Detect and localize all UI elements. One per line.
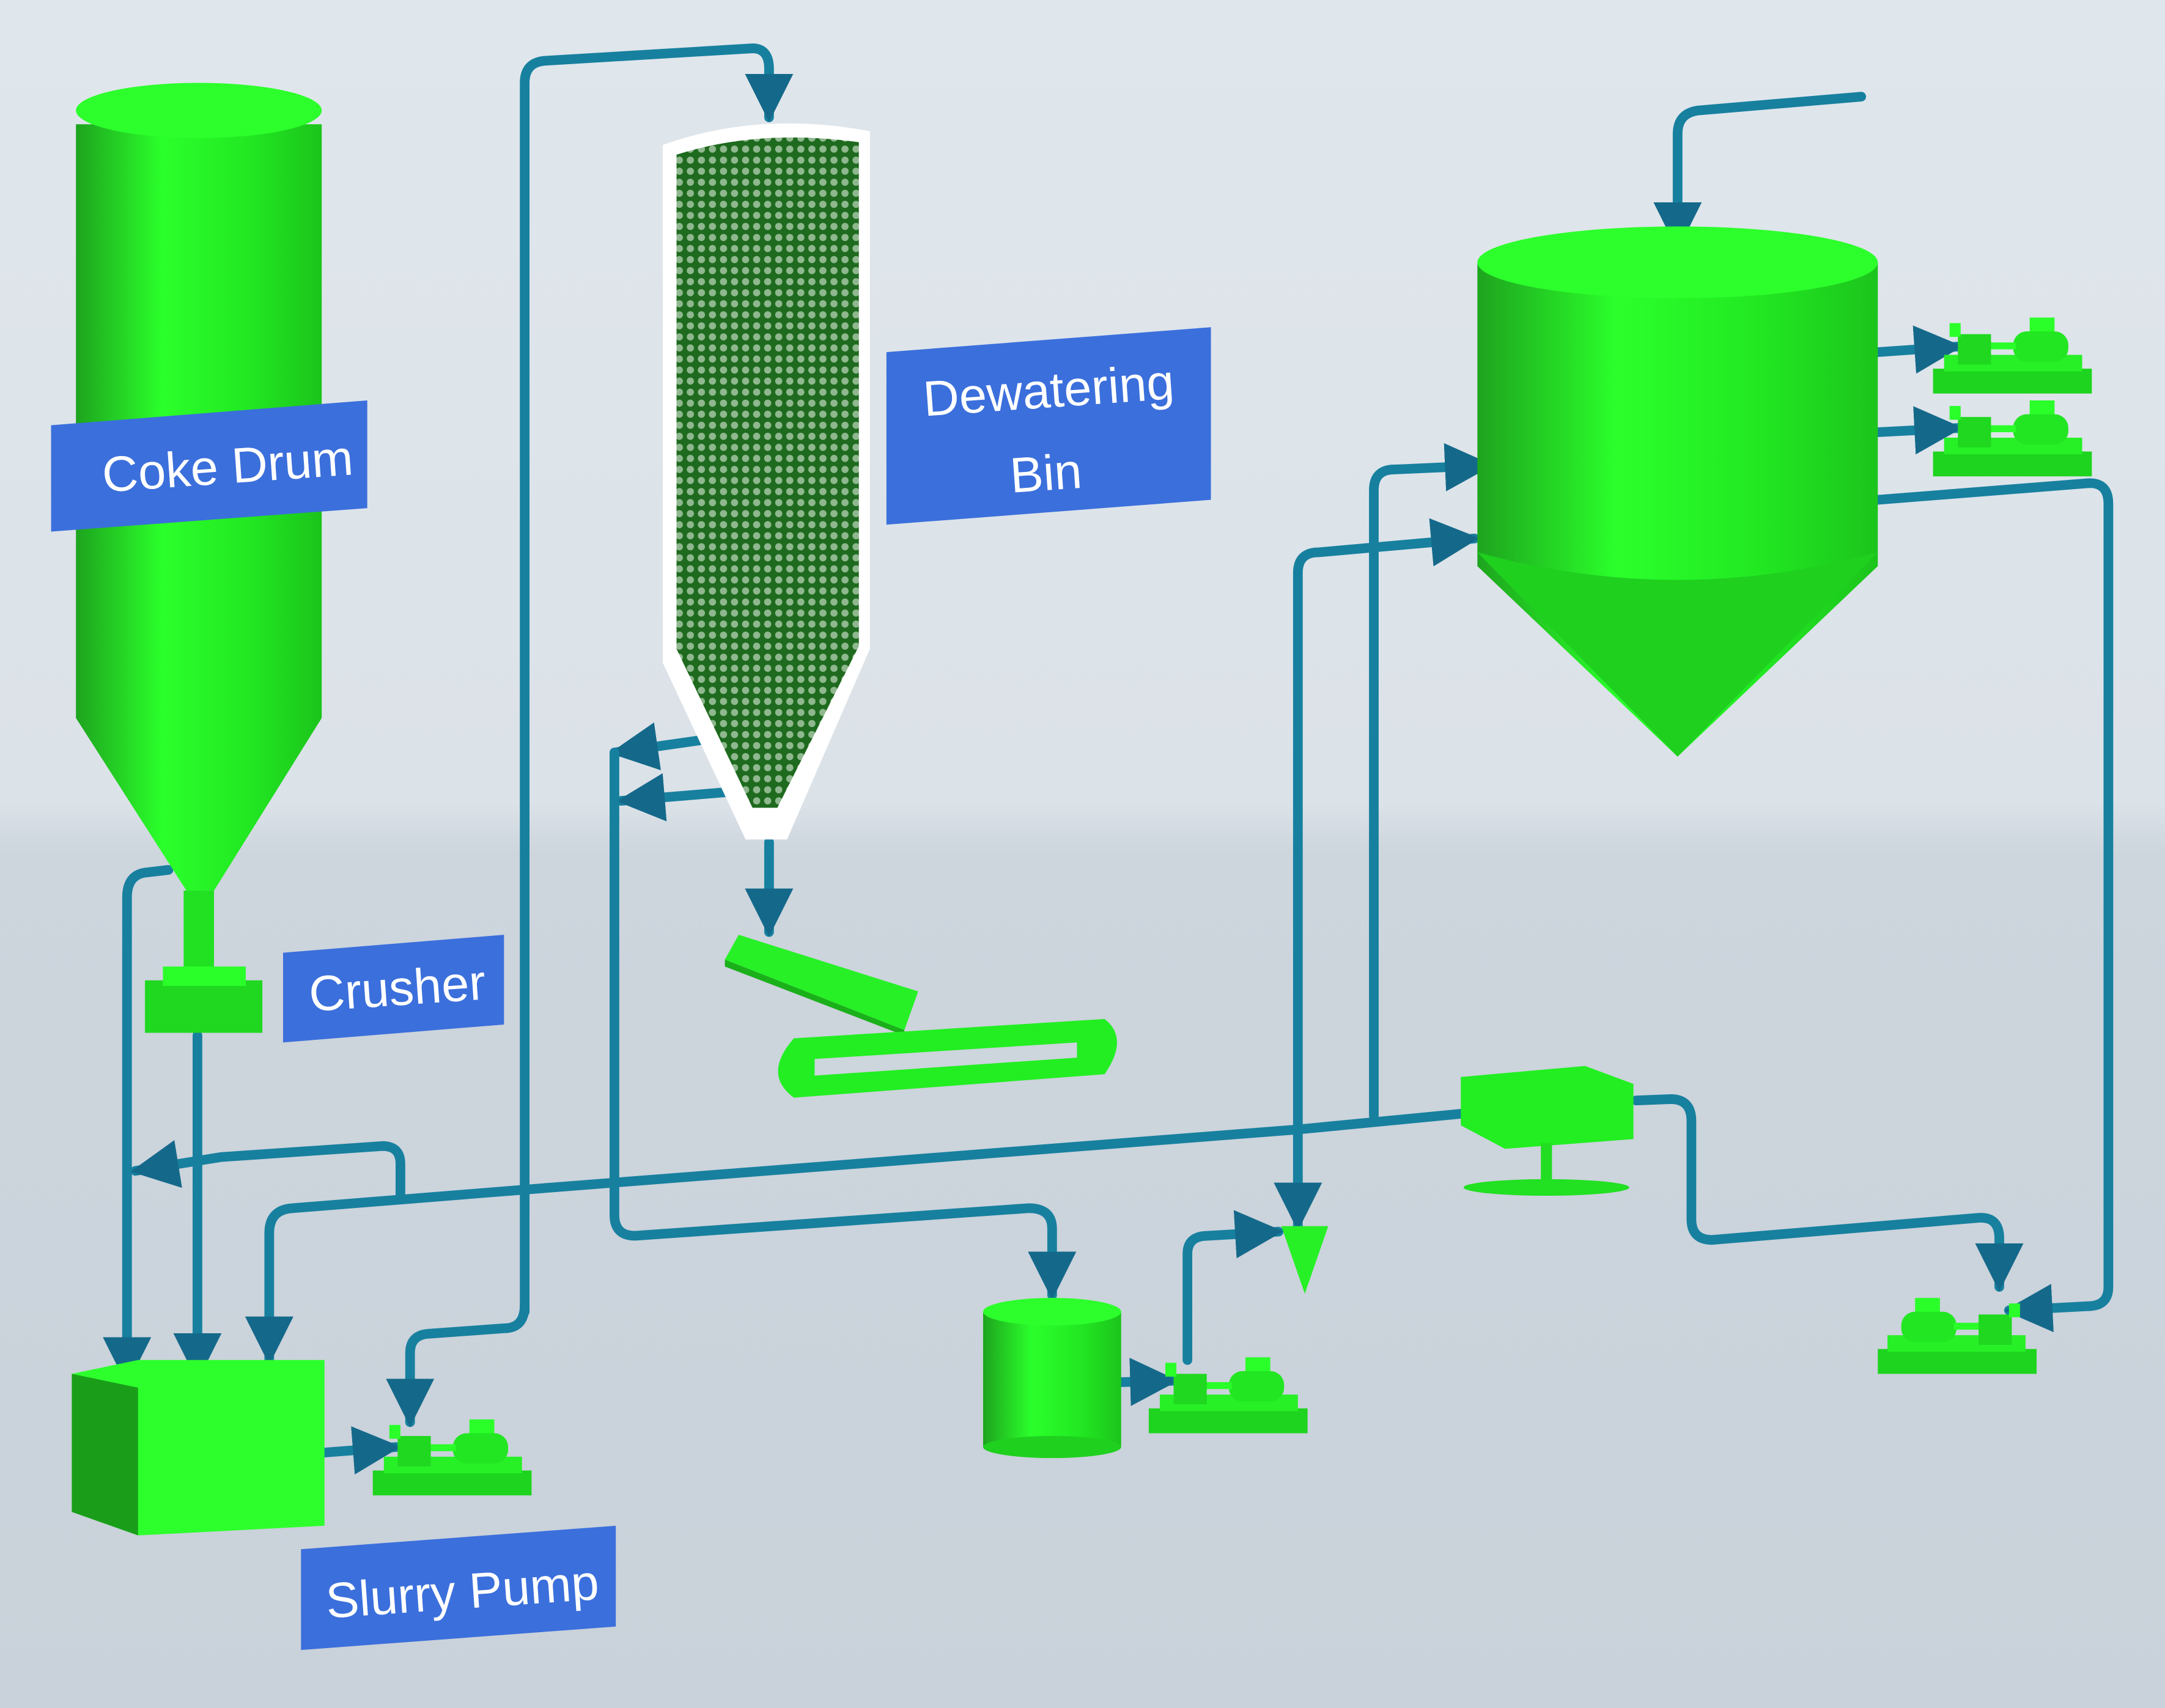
conveyor xyxy=(725,935,1117,1098)
label-coke-drum: Coke Drum xyxy=(51,400,367,532)
label-crusher: Crusher xyxy=(282,935,504,1043)
dewatering-bin xyxy=(662,123,870,840)
piping xyxy=(103,43,2114,1474)
label-dewatering-text-2: Bin xyxy=(1008,443,1084,504)
mixer xyxy=(1461,1066,1634,1196)
label-slurry-pump: Slurry Pump xyxy=(301,1525,616,1651)
crusher xyxy=(145,966,263,1033)
label-crusher-text: Crusher xyxy=(307,954,487,1022)
label-dewatering-bin: Dewatering Bin xyxy=(886,327,1211,525)
slurry-tank-box xyxy=(72,1360,325,1536)
settling-tank xyxy=(1477,226,1878,757)
small-tank xyxy=(983,1298,1121,1459)
hydrocyclone xyxy=(1281,1226,1329,1294)
